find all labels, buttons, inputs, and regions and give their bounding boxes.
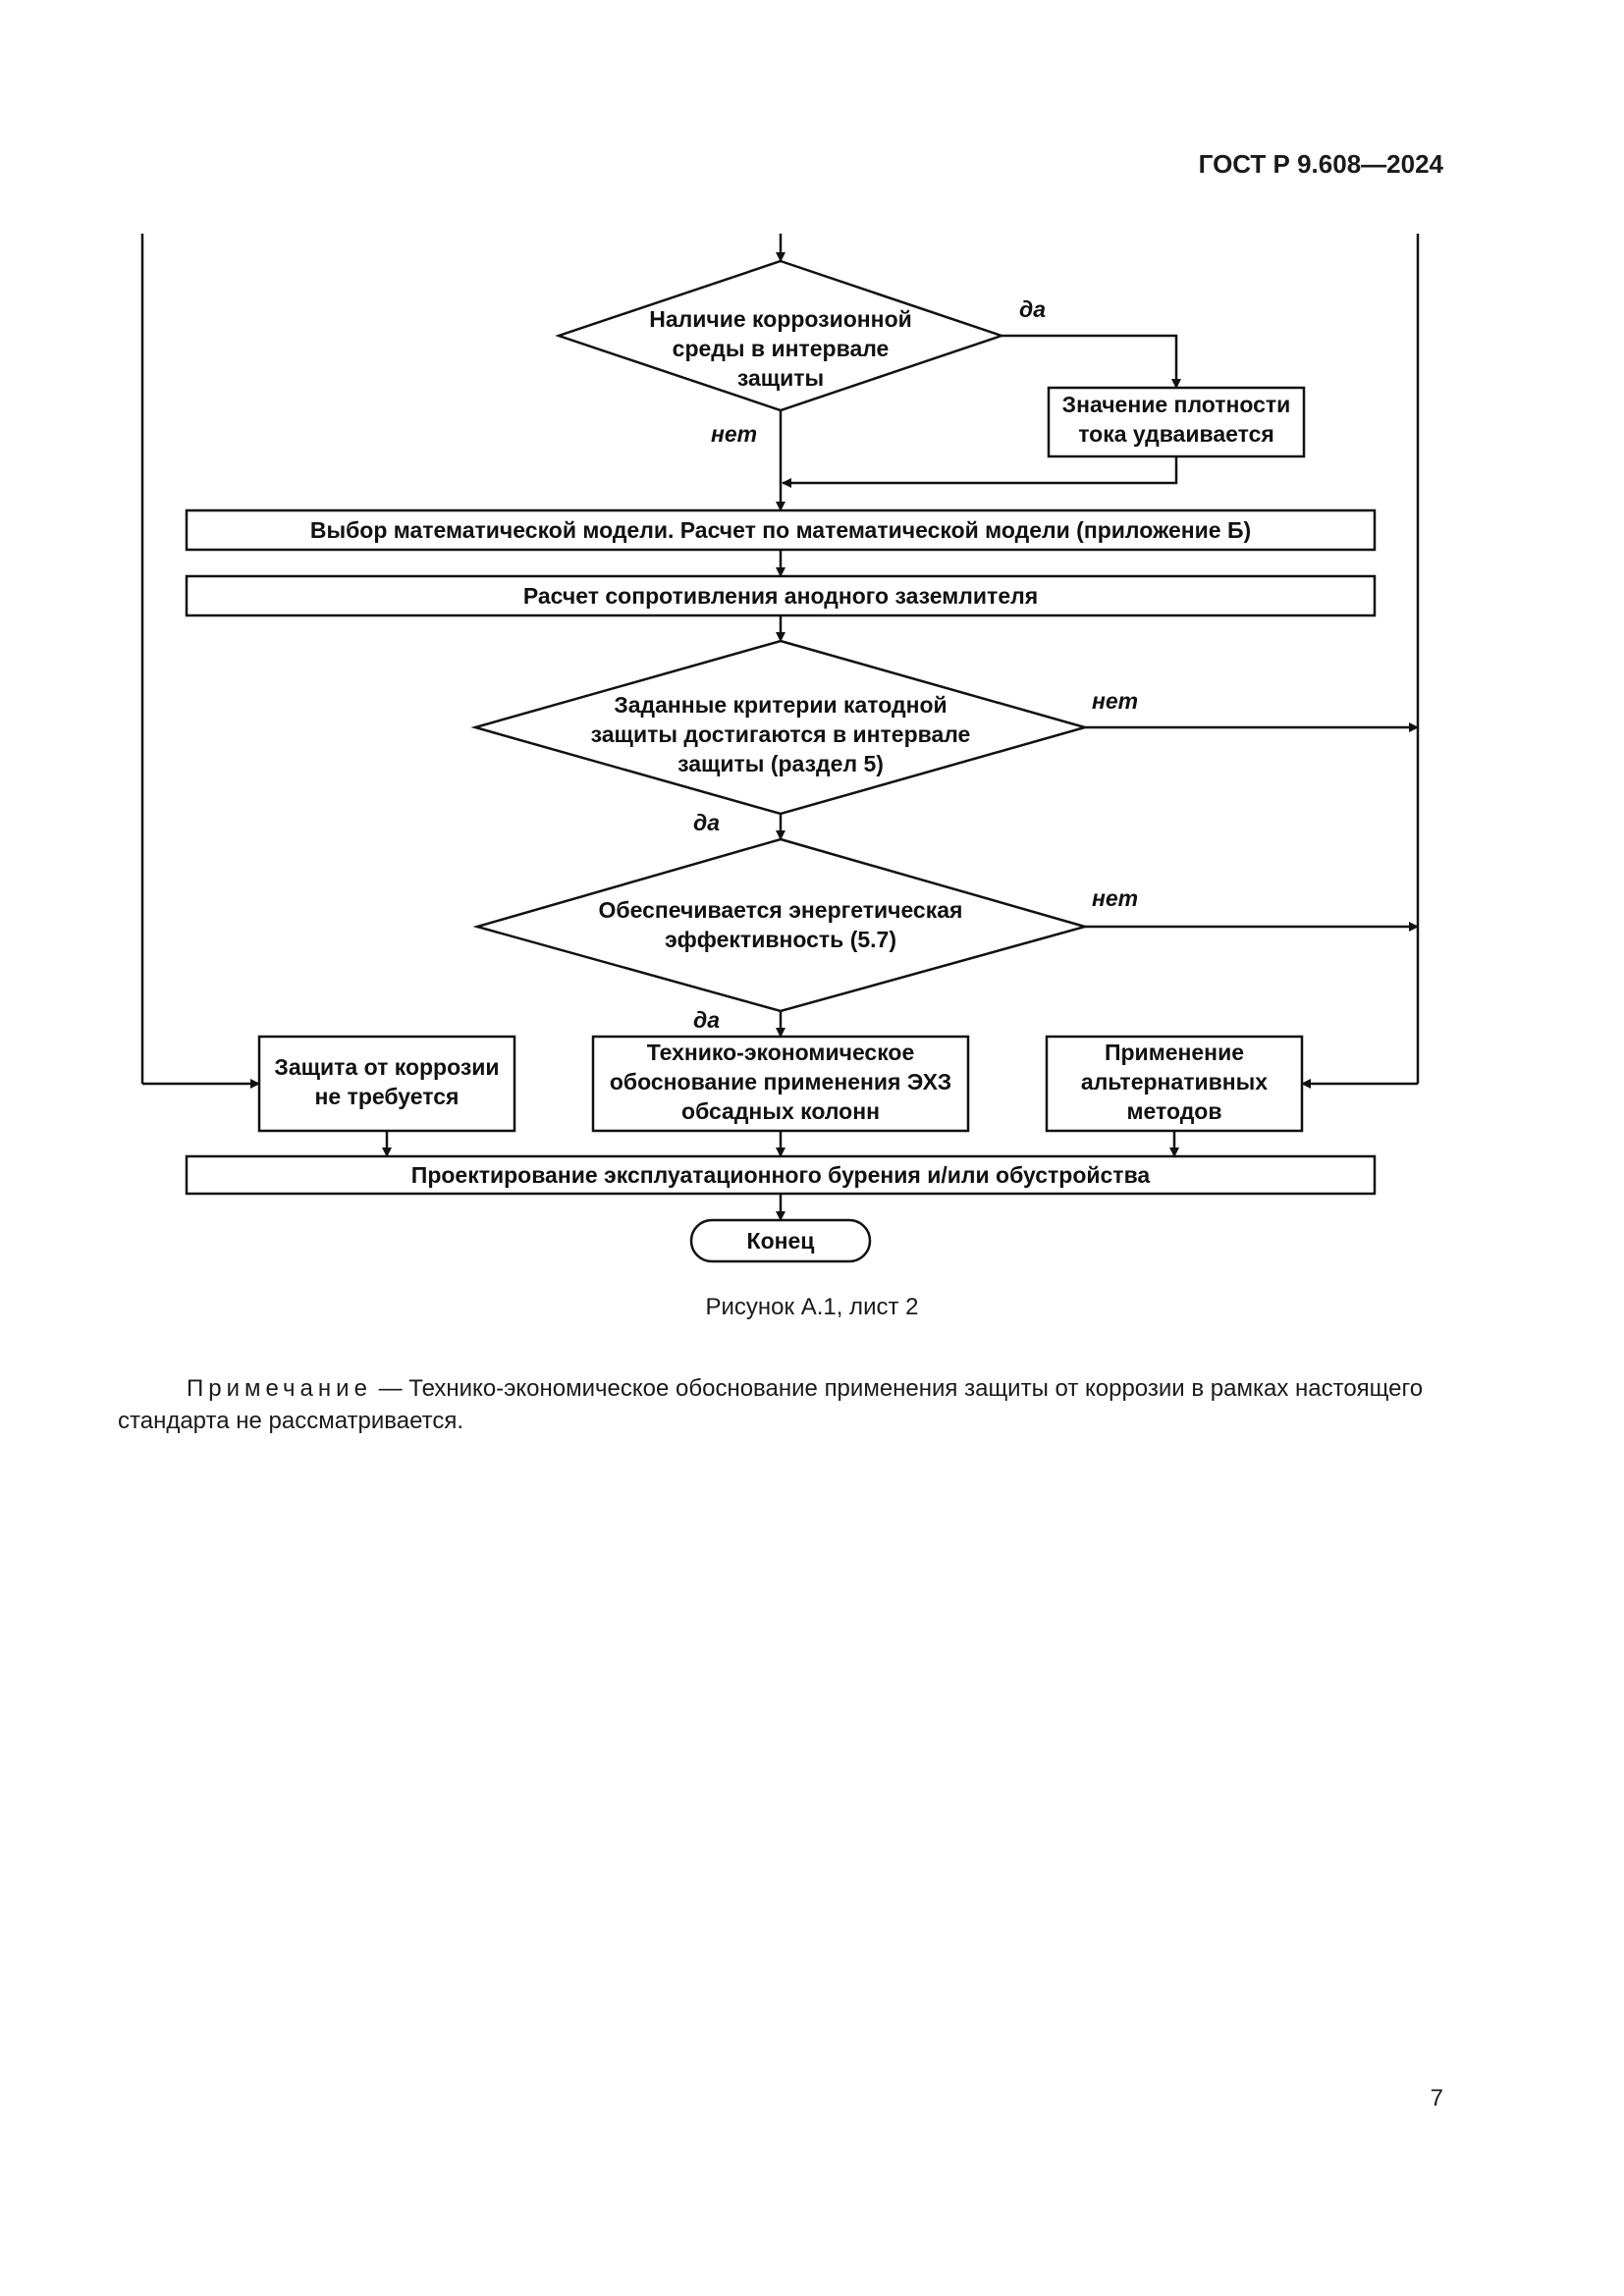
decision-energy-line-1: Обеспечивается энергетическая <box>599 897 963 923</box>
feasibility-box-shape <box>591 1035 970 1133</box>
design-box-label: Проектирование эксплуатационного бурения… <box>411 1162 1151 1188</box>
decision-criteria-line-1: Заданные критерии катодной <box>614 692 947 718</box>
alternative-box-line-2: альтернативных <box>1081 1069 1268 1095</box>
note-text: — Технико-экономическое обоснование прим… <box>118 1375 1424 1434</box>
document-standard-number: ГОСТ Р 9.608—2024 <box>1198 149 1443 179</box>
no-label-2: нет <box>1092 688 1138 714</box>
decision-energy-shape <box>472 837 1090 1013</box>
flowchart: Наличие коррозионной среды в интервале з… <box>140 234 1420 1263</box>
end-terminal-shape <box>689 1218 872 1263</box>
figure-caption: Рисунок А.1, лист 2 <box>705 1294 919 1320</box>
no-protection-box-line-1: Защита от коррозии <box>274 1054 499 1080</box>
note-paragraph: Примечание — Технико-экономическое обосн… <box>118 1372 1445 1437</box>
resistance-box-label: Расчет сопротивления анодного заземлител… <box>523 583 1038 609</box>
decision-corrosive-environment-line-3: защиты <box>737 365 824 391</box>
current-density-box-line-2: тока удваивается <box>1078 421 1274 447</box>
return-line-1 <box>782 456 1178 488</box>
alternative-box-line-3: методов <box>1127 1098 1222 1124</box>
current-density-box-shape <box>1047 386 1306 458</box>
no-protection-box-line-2: не требуется <box>315 1084 460 1109</box>
current-density-box-line-1: Значение плотности <box>1062 392 1291 417</box>
alternative-box-line-1: Применение <box>1105 1040 1244 1065</box>
yes-label-1: да <box>1019 296 1046 322</box>
feasibility-box-line-1: Технико-экономическое <box>647 1040 915 1065</box>
math-model-box-label: Выбор математической модели. Расчет по м… <box>310 517 1251 543</box>
no-protection-box-shape <box>257 1035 516 1133</box>
math-model-box-shape <box>185 508 1377 552</box>
decision-criteria-line-2: защиты достигаются в интервале <box>591 721 971 747</box>
yes-label-3: да <box>693 1007 720 1033</box>
decision-corrosive-environment-line-2: среды в интервале <box>673 336 890 361</box>
yes-branch-line-1 <box>1001 334 1181 389</box>
note-label: Примечание <box>187 1375 372 1402</box>
no-label-1: нет <box>711 421 757 447</box>
feasibility-box-line-2: обоснование применения ЭХЗ <box>610 1069 951 1095</box>
decision-criteria-line-3: защиты (раздел 5) <box>677 751 884 776</box>
end-terminal-label: Конец <box>747 1228 815 1254</box>
feasibility-box-line-3: обсадных колонн <box>681 1098 880 1124</box>
decision-energy-line-2: эффективность (5.7) <box>665 927 896 952</box>
no-label-3: нет <box>1092 885 1138 911</box>
decision-corrosive-environment-line-1: Наличие коррозионной <box>649 306 912 332</box>
page-number: 7 <box>1430 2085 1443 2111</box>
yes-label-2: да <box>693 810 720 835</box>
